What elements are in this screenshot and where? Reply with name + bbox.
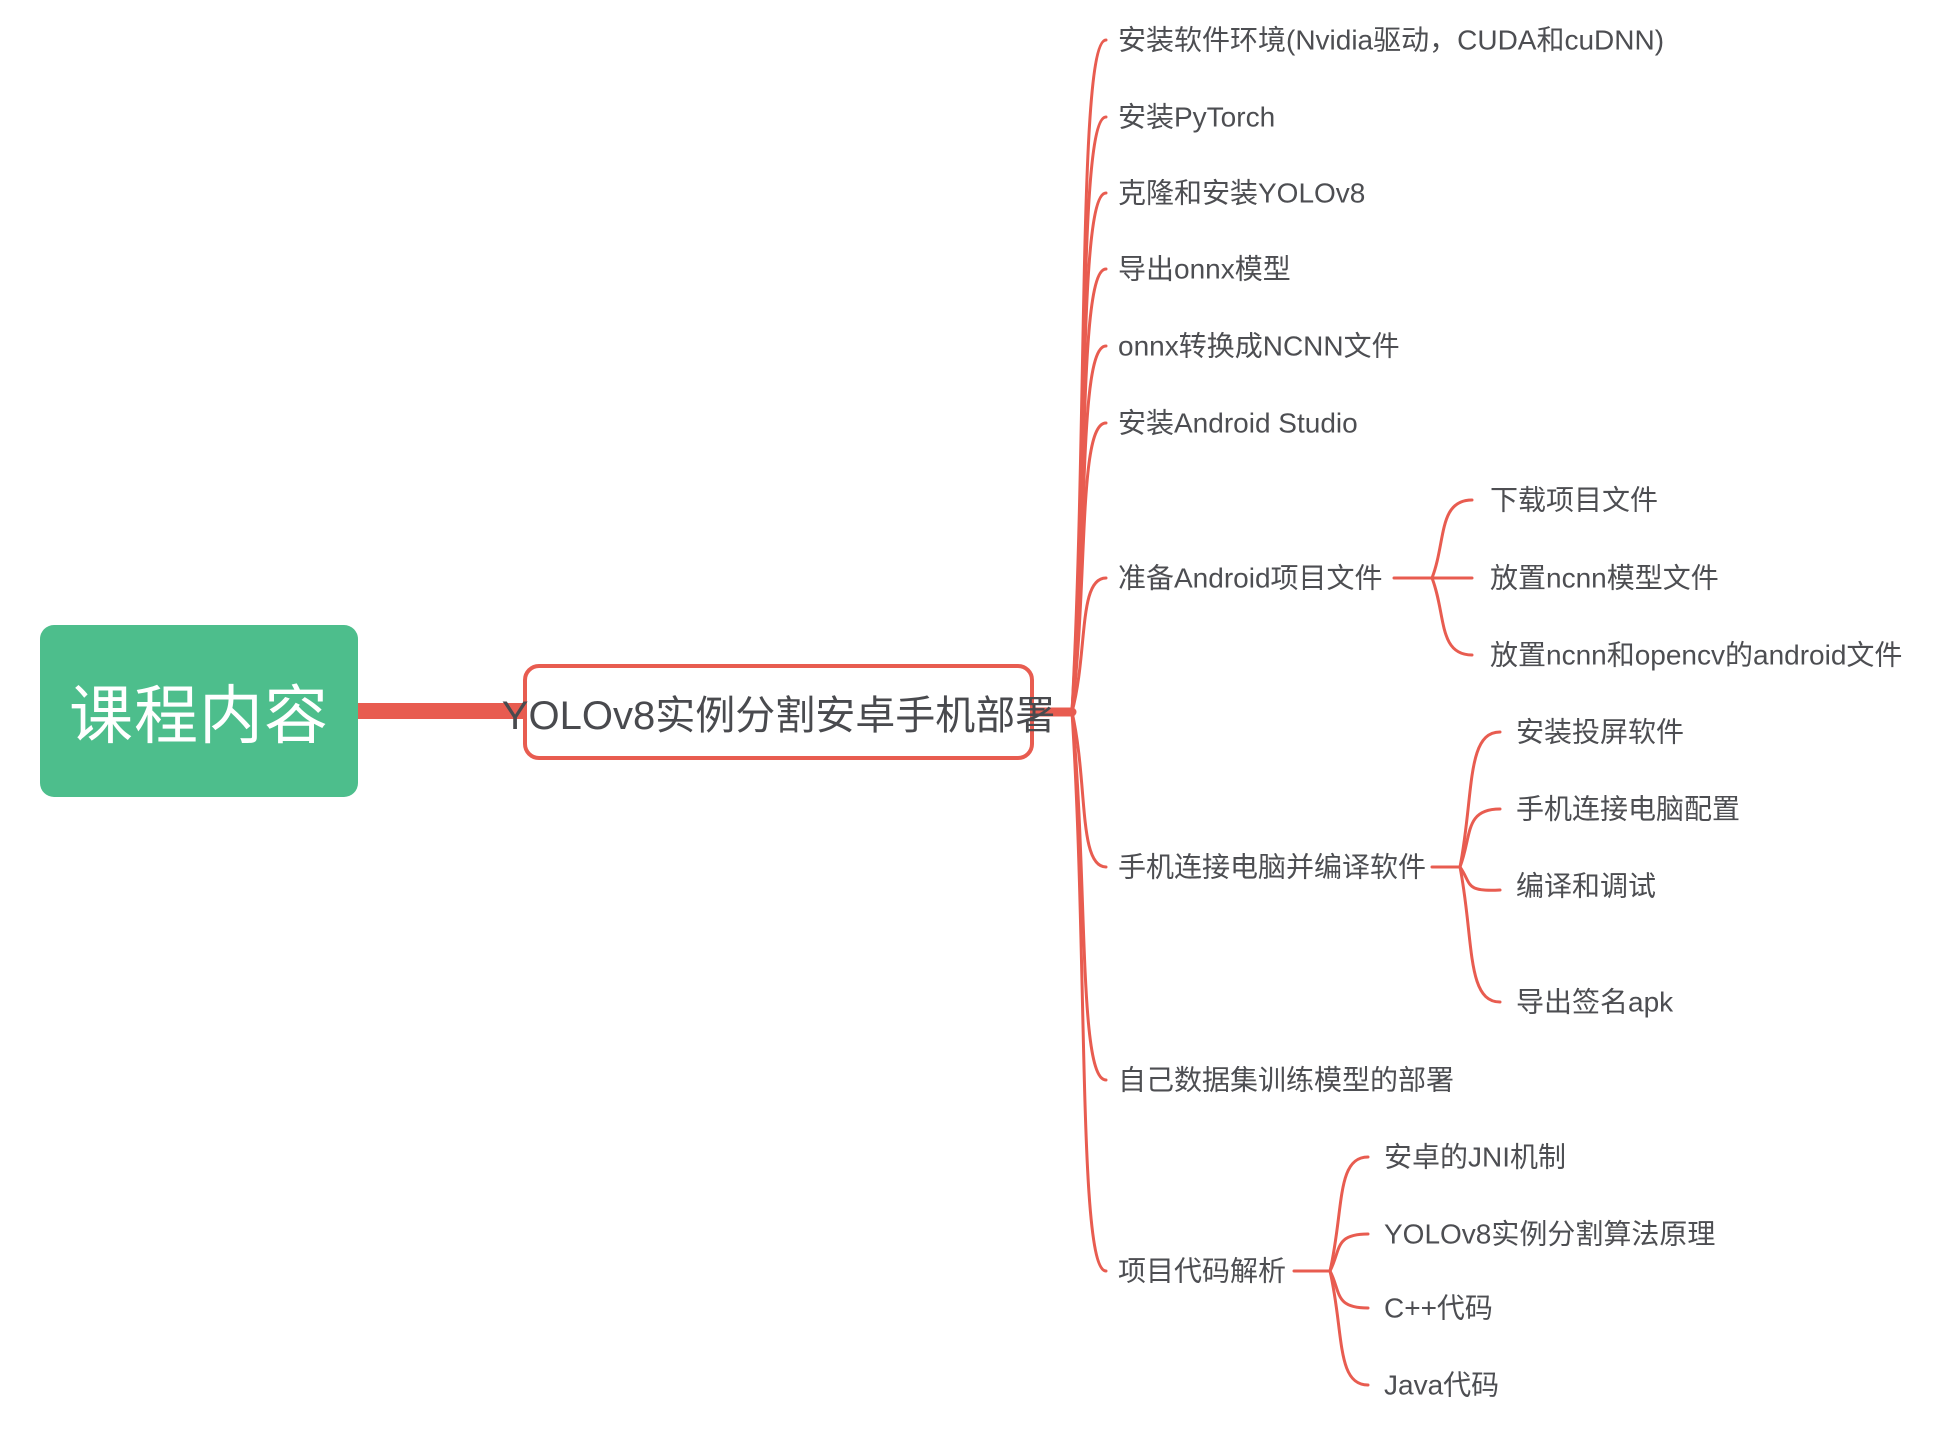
subtopic-place-ncnn-model[interactable]: 放置ncnn模型文件 <box>1490 562 1719 594</box>
branch-topic-install-pytorch[interactable]: 安装PyTorch <box>1118 101 1276 133</box>
connector-branch-6-child-2 <box>1430 576 1474 657</box>
connector-branch-9-child-0 <box>1328 1155 1370 1273</box>
branch-topic-android-studio[interactable]: 安装Android Studio <box>1118 407 1358 439</box>
connector-branch-7-child-1 <box>1458 807 1502 869</box>
connector-branch-9 <box>1070 710 1108 1273</box>
subtopic-compile-debug[interactable]: 编译和调试 <box>1516 870 1657 902</box>
main-topic[interactable]: YOLOv8实例分割安卓手机部署 <box>502 664 1055 760</box>
connector-branch-9-child-3 <box>1328 1269 1370 1387</box>
connector-branch-7-child-3 <box>1458 865 1502 1004</box>
subtopic-java-code[interactable]: Java代码 <box>1384 1369 1500 1401</box>
subtopic-phone-pc-config[interactable]: 手机连接电脑配置 <box>1516 793 1741 825</box>
root-topic[interactable]: 课程内容 <box>40 625 358 797</box>
connector-branch-7-child-2 <box>1458 865 1502 892</box>
subtopic-place-ncnn-opencv[interactable]: 放置ncnn和opencv的android文件 <box>1490 639 1903 671</box>
connector-branch-5 <box>1070 421 1108 714</box>
connector-branch-7 <box>1070 710 1108 869</box>
subtopic-jni-mechanism[interactable]: 安卓的JNI机制 <box>1384 1141 1567 1173</box>
connector-branch-6-child-0 <box>1430 498 1474 580</box>
subtopic-export-signed-apk[interactable]: 导出签名apk <box>1516 986 1674 1018</box>
subtopic-download-project[interactable]: 下载项目文件 <box>1490 484 1659 516</box>
connector-branch-7-child-0 <box>1458 730 1502 869</box>
connector-branch-9-child-1 <box>1328 1232 1370 1273</box>
branch-topic-custom-dataset[interactable]: 自己数据集训练模型的部署 <box>1118 1064 1455 1096</box>
branch-topic-install-env[interactable]: 安装软件环境(Nvidia驱动，CUDA和cuDNN) <box>1118 24 1665 56</box>
branch-topic-onnx-to-ncnn[interactable]: onnx转换成NCNN文件 <box>1118 330 1400 362</box>
branch-topic-prepare-project[interactable]: 准备Android项目文件 <box>1118 562 1383 594</box>
branch-topic-export-onnx[interactable]: 导出onnx模型 <box>1118 253 1291 285</box>
subtopic-cpp-code[interactable]: C++代码 <box>1384 1292 1493 1324</box>
connector-branch-8 <box>1070 710 1108 1082</box>
connector-branch-6 <box>1070 576 1108 714</box>
branch-topic-clone-yolov8[interactable]: 克隆和安装YOLOv8 <box>1118 177 1366 209</box>
subtopic-screen-mirror[interactable]: 安装投屏软件 <box>1516 716 1685 748</box>
branch-topic-code-analysis[interactable]: 项目代码解析 <box>1118 1255 1287 1287</box>
branch-topic-connect-compile[interactable]: 手机连接电脑并编译软件 <box>1118 851 1427 883</box>
subtopic-yolov8-seg-principle[interactable]: YOLOv8实例分割算法原理 <box>1384 1218 1716 1250</box>
